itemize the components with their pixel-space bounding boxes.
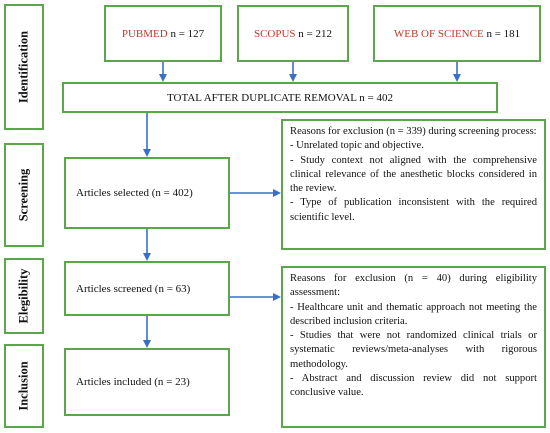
stage-elegibility: Elegibility (4, 258, 44, 334)
source-name: SCOPUS (253, 27, 296, 40)
articles-included-box: Articles included (n = 23) (64, 348, 230, 416)
exclusion-item: - Type of publication inconsistent with … (290, 197, 537, 223)
total-text: TOTAL AFTER DUPLICATE REMOVAL n = 402 (167, 91, 393, 104)
articles-selected-text: Articles selected (n = 402) (76, 187, 193, 199)
stage-inclusion: Inclusion (4, 344, 44, 428)
source-count: n = 212 (295, 27, 333, 40)
articles-screened-box: Articles screened (n = 63) (64, 261, 230, 316)
source-web-of-science: WEB OF SCIENCE n = 181 (373, 5, 541, 62)
eligibility-exclusion-box: Reasons for exclusion (n = 40) during el… (281, 266, 546, 428)
exclusion-item: - Studies that were not randomized clini… (290, 330, 537, 370)
source-count: n = 181 (483, 27, 521, 40)
total-box: TOTAL AFTER DUPLICATE REMOVAL n = 402 (62, 82, 498, 113)
source-count: n = 127 (167, 27, 205, 40)
exclusion-item: - Healthcare unit and thematic approach … (290, 301, 537, 327)
exclusion-title: Reasons for exclusion (n = 339) during s… (290, 126, 537, 137)
articles-included-text: Articles included (n = 23) (76, 376, 190, 388)
exclusion-item: - Unrelated topic and objective. (290, 140, 424, 152)
stage-screening: Screening (4, 143, 44, 247)
source-name: WEB OF SCIENCE (393, 27, 484, 40)
source-pubmed: PUBMED n = 127 (104, 5, 222, 62)
exclusion-title: Reasons for exclusion (n = 40) during el… (290, 273, 537, 299)
source-name: PUBMED (121, 27, 168, 40)
source-scopus: SCOPUS n = 212 (237, 5, 349, 62)
exclusion-item: - Abstract and discussion review did not… (290, 373, 537, 399)
articles-selected-box: Articles selected (n = 402) (64, 157, 230, 229)
articles-screened-text: Articles screened (n = 63) (76, 282, 191, 295)
exclusion-item: - Study context not aligned with the com… (290, 154, 537, 195)
screening-exclusion-box: Reasons for exclusion (n = 339) during s… (281, 119, 546, 250)
stage-identification: Identification (4, 4, 44, 130)
